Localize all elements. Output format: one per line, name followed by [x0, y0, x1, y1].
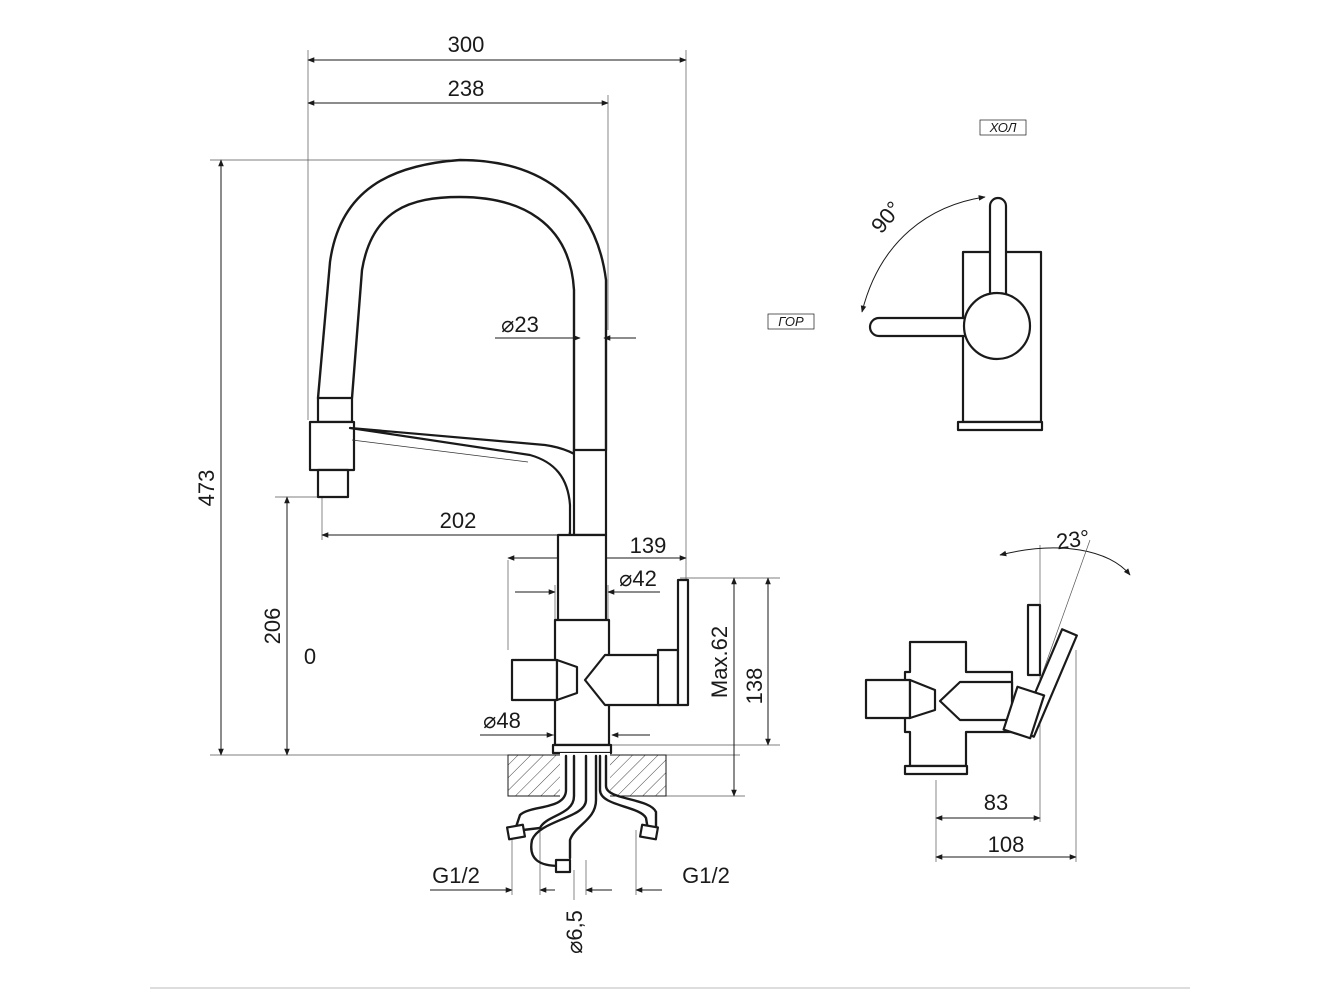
cold-label-box	[979, 119, 1027, 136]
cold-label: ХОЛ	[989, 120, 1017, 135]
hot-label-box	[767, 313, 815, 330]
dim-side-total-depth: 108	[988, 832, 1025, 857]
dim-overall-width: 300	[448, 32, 485, 57]
dim-hose-right: G1/2	[682, 863, 730, 888]
dim-body-height: 138	[742, 668, 767, 705]
dim-top-angle: 90°	[866, 196, 907, 238]
dim-side-depth: 83	[984, 790, 1008, 815]
side-view	[864, 539, 1131, 862]
dim-spout-reach: 238	[448, 76, 485, 101]
dim-lever-height: Max.62	[707, 626, 732, 698]
dim-zero-mark: 0	[304, 644, 316, 669]
dim-body-diameter: ⌀42	[619, 566, 657, 591]
dim-outlet-height: 206	[260, 608, 285, 645]
spray-head	[308, 396, 608, 537]
spout-hose	[316, 158, 608, 462]
dimension-labels: 300 238 473 ⌀23 202 206 0 139 ⌀42 Max.62…	[194, 32, 1091, 954]
dim-body-offset: 139	[630, 533, 667, 558]
dim-outlet-reach: 202	[440, 508, 477, 533]
dim-total-height: 473	[194, 470, 219, 507]
faucet-body	[510, 533, 690, 755]
dimension-lines	[218, 57, 771, 900]
supply-hoses	[505, 754, 660, 874]
hot-label: ГОР	[778, 314, 804, 329]
dim-hose-filter: ⌀6,5	[562, 910, 587, 954]
dim-side-angle: 23°	[1055, 525, 1091, 554]
top-view	[767, 119, 1044, 432]
front-view	[210, 50, 780, 900]
dim-hose-left: G1/2	[432, 863, 480, 888]
dim-spout-diameter: ⌀23	[501, 312, 539, 337]
dim-base-diameter: ⌀48	[483, 708, 521, 733]
